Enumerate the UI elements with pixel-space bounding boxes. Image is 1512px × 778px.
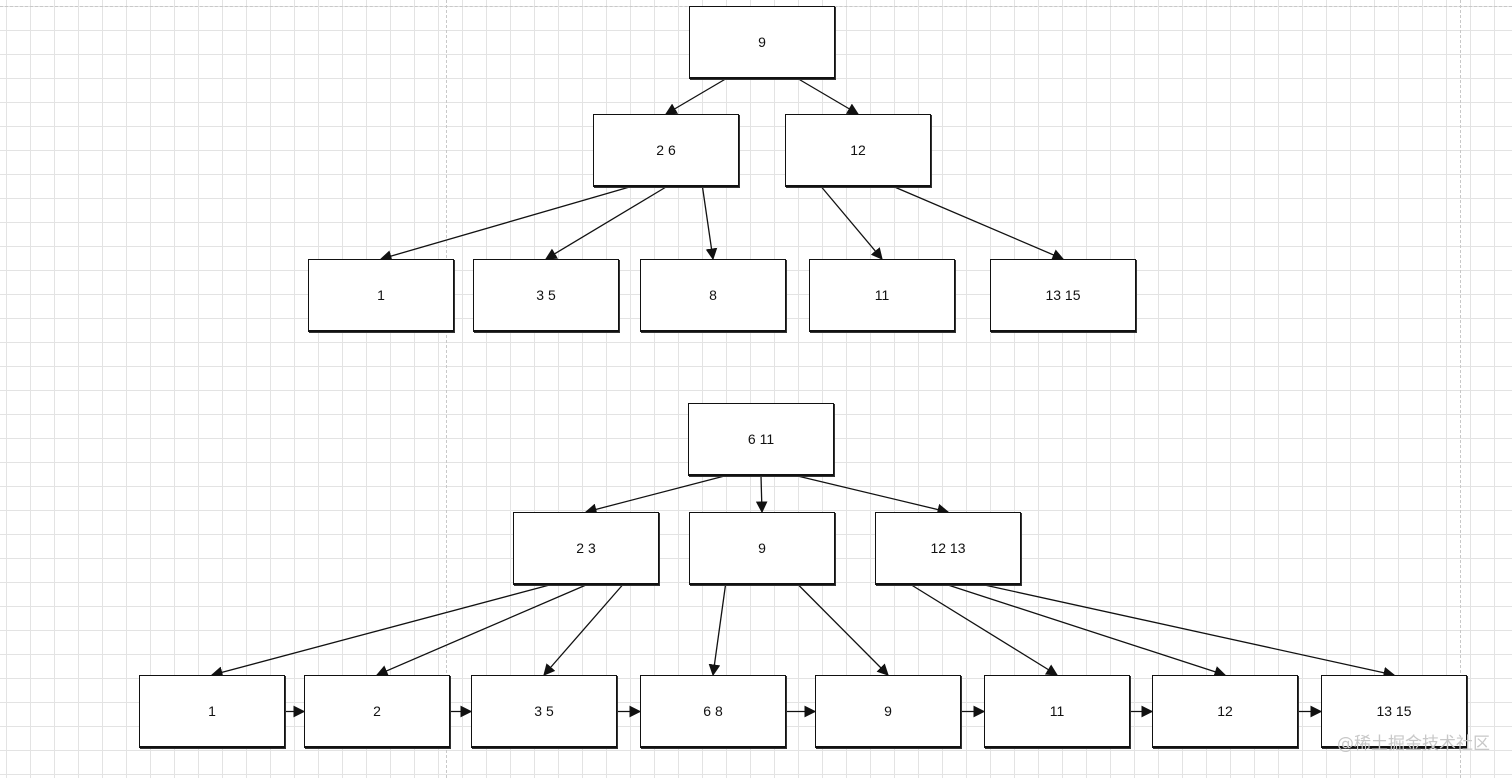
- tree2-leaf-node[interactable]: 2: [304, 675, 450, 748]
- tree1-leaf-node[interactable]: 3 5: [473, 259, 619, 332]
- tree-edge-arrow: [798, 584, 889, 676]
- node-label: 9: [758, 540, 766, 556]
- tree1-leaf-node[interactable]: 8: [640, 259, 786, 332]
- tree2-root-node[interactable]: 6 11: [688, 403, 834, 476]
- node-label: 6 11: [747, 431, 775, 447]
- page-guide-vertical: [1460, 0, 1461, 778]
- page-guide-vertical: [446, 0, 447, 778]
- tree-edge-arrow: [544, 186, 667, 260]
- tree2-internal-node[interactable]: 12 13: [875, 512, 1021, 585]
- tree2-leaf-node[interactable]: 12: [1152, 675, 1298, 748]
- tree2-leaf-node[interactable]: 11: [984, 675, 1130, 748]
- tree-edge-arrow: [798, 78, 860, 115]
- tree-edge-arrow: [584, 475, 725, 516]
- node-label: 12: [850, 142, 866, 158]
- tree1-leaf-node[interactable]: 13 15: [990, 259, 1136, 332]
- node-label: 11: [1049, 703, 1065, 719]
- node-label: 13 15: [1045, 287, 1081, 303]
- tree2-leaf-node[interactable]: 6 8: [640, 675, 786, 748]
- tree-edge-arrow: [947, 584, 1227, 678]
- tree-edge-arrow: [664, 78, 726, 115]
- tree2-internal-node[interactable]: 9: [689, 512, 835, 585]
- tree2-internal-node[interactable]: 2 3: [513, 512, 659, 585]
- tree-edge-arrow: [708, 584, 727, 677]
- tree1-leaf-node[interactable]: 1: [308, 259, 454, 332]
- tree-edge-arrow: [755, 475, 768, 514]
- node-label: 11: [874, 287, 890, 303]
- tree-edge-arrow: [379, 186, 630, 262]
- node-label: 8: [709, 287, 717, 303]
- node-label: 2: [373, 703, 381, 719]
- tree-edge-arrow: [984, 584, 1396, 679]
- node-label: 3 5: [534, 703, 554, 719]
- node-label: 13 15: [1376, 703, 1412, 719]
- node-label: 3 5: [536, 287, 556, 303]
- tree-edge-arrow: [911, 584, 1058, 676]
- tree-edge-arrow: [543, 584, 623, 676]
- node-label: 12 13: [930, 540, 966, 556]
- tree2-leaf-node[interactable]: 9: [815, 675, 961, 748]
- watermark-text: @稀土掘金技术社区: [1337, 734, 1490, 754]
- tree1-leaf-node[interactable]: 11: [809, 259, 955, 332]
- node-label: 1: [377, 287, 385, 303]
- node-label: 6 8: [703, 703, 723, 719]
- tree2-leaf-node[interactable]: 13 15: [1321, 675, 1467, 748]
- tree1-internal-node[interactable]: 12: [785, 114, 931, 187]
- node-label: 2 6: [656, 142, 676, 158]
- node-label: 9: [758, 34, 766, 50]
- tree-edge-arrow: [894, 186, 1065, 261]
- node-label: 1: [208, 703, 216, 719]
- tree1-root-node[interactable]: 9: [689, 6, 835, 79]
- node-label: 12: [1217, 703, 1233, 719]
- node-label: 2 3: [576, 540, 596, 556]
- tree-edge-arrow: [701, 186, 718, 261]
- tree-edge-arrow: [210, 584, 550, 678]
- tree-edge-arrow: [821, 186, 883, 260]
- node-label: 9: [884, 703, 892, 719]
- tree1-internal-node[interactable]: 2 6: [593, 114, 739, 187]
- tree-edge-arrow: [375, 584, 587, 677]
- tree-edge-arrow: [797, 475, 950, 516]
- tree2-leaf-node[interactable]: 3 5: [471, 675, 617, 748]
- tree2-leaf-node[interactable]: 1: [139, 675, 285, 748]
